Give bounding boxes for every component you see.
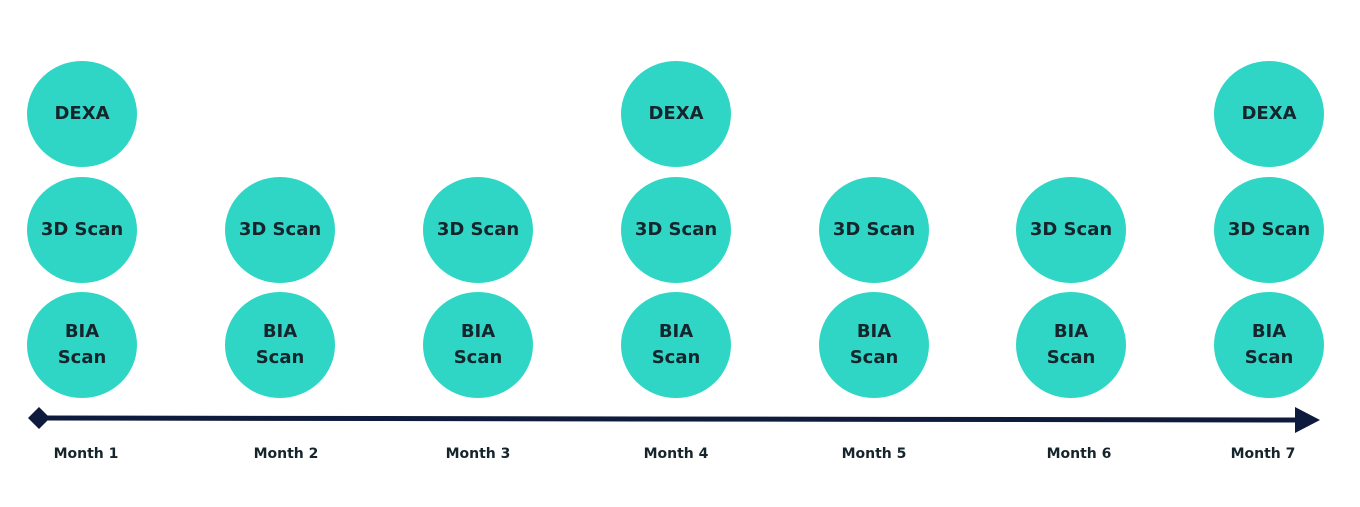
month-column-3: 3D Scan BIA Scan Month 3 [378, 0, 578, 507]
timeline-axis [28, 407, 1320, 433]
dexa-label: DEXA [1241, 103, 1297, 124]
month-label: Month 5 [841, 446, 907, 462]
3d-scan-label: 3D Scan [1029, 219, 1113, 240]
bia-label-line-1: BIA [856, 321, 892, 342]
dexa-label: DEXA [648, 103, 704, 124]
bia-label-line-2: Scan [453, 347, 503, 368]
3d-scan-circle: 3D Scan [1016, 177, 1126, 283]
diamond-start-icon [28, 407, 50, 429]
3d-scan-label: 3D Scan [832, 219, 916, 240]
3d-scan-label: 3D Scan [436, 219, 520, 240]
bia-scan-circle: BIA Scan [423, 292, 533, 398]
3d-scan-circle: 3D Scan [225, 177, 335, 283]
bia-label-line-2: Scan [1046, 347, 1096, 368]
month-label: Month 3 [445, 446, 511, 462]
bia-scan-circle: BIA Scan [225, 292, 335, 398]
bia-label-line-2: Scan [57, 347, 107, 368]
month-column-7: DEXA 3D Scan BIA Scan Month 7 [1169, 0, 1360, 507]
3d-scan-circle: 3D Scan [27, 177, 137, 283]
bia-label-line-2: Scan [849, 347, 899, 368]
dexa-circle: DEXA [1214, 61, 1324, 167]
3d-scan-circle: 3D Scan [819, 177, 929, 283]
bia-label-line-2: Scan [1244, 347, 1294, 368]
month-column-6: 3D Scan BIA Scan Month 6 [971, 0, 1171, 507]
3d-scan-label: 3D Scan [1227, 219, 1311, 240]
month-column-1: DEXA 3D Scan BIA Scan Month 1 [0, 0, 182, 507]
dexa-circle: DEXA [621, 61, 731, 167]
month-column-4: DEXA 3D Scan BIA Scan Month 4 [576, 0, 776, 507]
3d-scan-circle: 3D Scan [621, 177, 731, 283]
arrow-head-icon [1295, 407, 1320, 433]
month-label: Month 6 [1046, 446, 1112, 462]
3d-scan-circle: 3D Scan [1214, 177, 1324, 283]
timeline-line [39, 415, 1301, 423]
bia-label-line-1: BIA [658, 321, 694, 342]
month-column-2: 3D Scan BIA Scan Month 2 [180, 0, 380, 507]
month-column-5: 3D Scan BIA Scan Month 5 [774, 0, 974, 507]
bia-label-line-1: BIA [262, 321, 298, 342]
bia-scan-circle: BIA Scan [1016, 292, 1126, 398]
3d-scan-label: 3D Scan [238, 219, 322, 240]
3d-scan-circle: 3D Scan [423, 177, 533, 283]
bia-scan-circle: BIA Scan [819, 292, 929, 398]
month-label: Month 2 [253, 446, 319, 462]
bia-label-line-1: BIA [1053, 321, 1089, 342]
dexa-label: DEXA [54, 103, 110, 124]
month-label: Month 1 [53, 446, 119, 462]
3d-scan-label: 3D Scan [634, 219, 718, 240]
3d-scan-label: 3D Scan [40, 219, 124, 240]
bia-label-line-2: Scan [651, 347, 701, 368]
month-label: Month 7 [1230, 446, 1296, 462]
bia-label-line-1: BIA [460, 321, 496, 342]
bia-label-line-2: Scan [255, 347, 305, 368]
month-label: Month 4 [643, 446, 709, 462]
bia-scan-circle: BIA Scan [621, 292, 731, 398]
bia-label-line-1: BIA [1251, 321, 1287, 342]
bia-scan-circle: BIA Scan [1214, 292, 1324, 398]
dexa-circle: DEXA [27, 61, 137, 167]
bia-label-line-1: BIA [64, 321, 100, 342]
bia-scan-circle: BIA Scan [27, 292, 137, 398]
